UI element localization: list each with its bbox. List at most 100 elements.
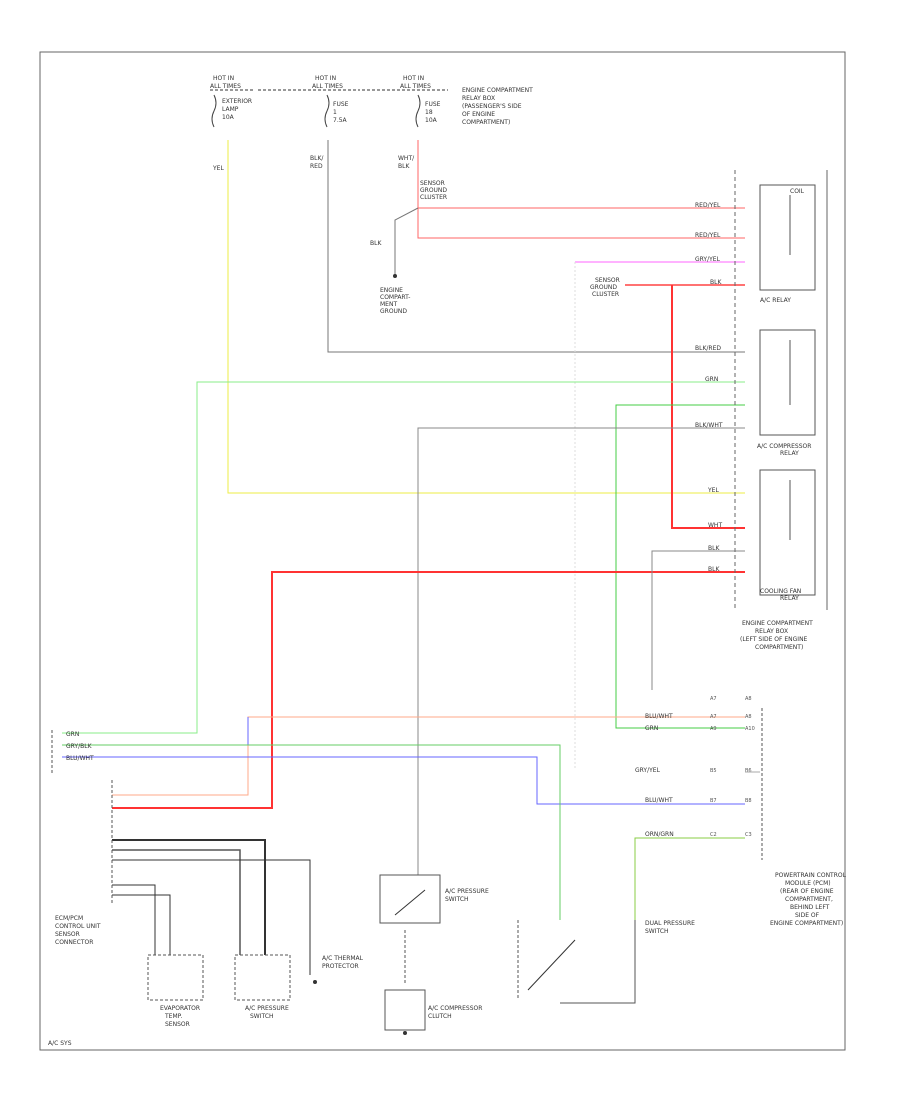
- dual-pressure-switch: DUAL PRESSURE SWITCH: [517, 920, 695, 1004]
- pcm-pin-row-2: GRN A9 A10: [645, 725, 755, 732]
- sensor-evaporator-2: A/C PRESSURE SWITCH: [234, 954, 291, 1020]
- svg-text:BLK: BLK: [708, 545, 720, 552]
- svg-text:GRY/YEL: GRY/YEL: [695, 256, 721, 263]
- svg-text:ENGINE COMPARTMENT: ENGINE COMPARTMENT: [742, 620, 813, 627]
- svg-text:A/C COMPRESSOR: A/C COMPRESSOR: [428, 1005, 482, 1012]
- svg-text:BLK: BLK: [370, 240, 382, 247]
- wire-blue-2: [62, 717, 249, 746]
- svg-text:COMPARTMENT): COMPARTMENT): [462, 119, 510, 126]
- svg-text:COMPARTMENT): COMPARTMENT): [755, 644, 803, 651]
- fuse-2-bus: HOT IN: [315, 75, 336, 82]
- svg-text:A8: A8: [745, 714, 752, 720]
- svg-text:ENGINE: ENGINE: [380, 287, 403, 294]
- svg-text:GROUND: GROUND: [380, 308, 407, 315]
- svg-text:SENSOR: SENSOR: [165, 1021, 190, 1028]
- svg-text:DUAL PRESSURE: DUAL PRESSURE: [645, 920, 695, 927]
- svg-text:C3: C3: [745, 832, 752, 838]
- svg-text:YEL: YEL: [707, 487, 719, 494]
- svg-text:RED/YEL: RED/YEL: [695, 232, 721, 239]
- svg-text:1: 1: [333, 109, 337, 116]
- svg-text:7.5A: 7.5A: [333, 117, 348, 124]
- svg-text:10A: 10A: [425, 117, 438, 124]
- svg-text:FUSE: FUSE: [333, 101, 349, 108]
- svg-text:RELAY BOX: RELAY BOX: [462, 95, 495, 102]
- pcm-pin-row-5: ORN/GRN C2 C3: [645, 831, 752, 838]
- svg-text:COOLING FAN: COOLING FAN: [760, 588, 801, 595]
- svg-text:B6: B6: [745, 768, 752, 774]
- wire-grey-cooling: [651, 550, 745, 690]
- fuse-exterior-lamp: HOT IN ALL TIMES EXTERIOR LAMP 10A: [210, 75, 255, 128]
- relay-box-left-label: ENGINE COMPARTMENT RELAY BOX (LEFT SIDE …: [740, 620, 813, 651]
- wire-green-dual: [62, 744, 561, 920]
- wire-green-left: [62, 381, 745, 734]
- svg-text:18: 18: [425, 109, 433, 116]
- svg-text:SENSOR: SENSOR: [595, 277, 620, 284]
- svg-text:CLUSTER: CLUSTER: [592, 291, 619, 298]
- relay-box: COIL A/C RELAY A/C COMPRESSOR RELAY COOL…: [695, 170, 828, 610]
- svg-text:WHT/: WHT/: [398, 155, 415, 162]
- svg-text:COMPART-: COMPART-: [380, 294, 410, 301]
- ecm-sensor-label: ECM/PCM CONTROL UNIT SENSOR CONNECTOR: [55, 915, 101, 946]
- wire-ground-g101: [394, 207, 419, 275]
- fuse-3-state: ALL TIMES: [400, 83, 431, 90]
- svg-text:BLK: BLK: [398, 163, 410, 170]
- svg-text:OF ENGINE: OF ENGINE: [462, 111, 495, 118]
- svg-text:GRY/YEL: GRY/YEL: [635, 767, 661, 774]
- svg-text:A/C PRESSURE: A/C PRESSURE: [245, 1005, 289, 1012]
- svg-text:WHT: WHT: [708, 522, 722, 529]
- pcm-pin-row-1: BLU/WHT A7 A8: [645, 713, 752, 720]
- svg-text:RELAY BOX: RELAY BOX: [755, 628, 788, 635]
- wire-blk-sensor5: [112, 859, 311, 975]
- wire-blk-sensor1: [112, 839, 266, 955]
- svg-text:A7: A7: [710, 696, 717, 702]
- svg-text:(LEFT SIDE OF ENGINE: (LEFT SIDE OF ENGINE: [740, 636, 808, 643]
- wire-grey-clutch: [417, 427, 745, 875]
- svg-text:A9: A9: [710, 726, 717, 732]
- wire-blk-sensor2: [112, 849, 241, 955]
- wire-blk-sensor3: [112, 884, 156, 955]
- svg-text:ORN/GRN: ORN/GRN: [645, 831, 674, 838]
- svg-text:A/C THERMAL: A/C THERMAL: [322, 955, 364, 962]
- fuse-3-bus: HOT IN: [403, 75, 424, 82]
- pcm-label: POWERTRAIN CONTROL MODULE (PCM) (REAR OF…: [770, 872, 847, 927]
- svg-text:A7: A7: [710, 714, 717, 720]
- svg-text:BLK/: BLK/: [310, 155, 324, 162]
- svg-text:GRN: GRN: [66, 731, 79, 738]
- svg-text:BEHIND LEFT: BEHIND LEFT: [790, 904, 830, 911]
- svg-text:SIDE OF: SIDE OF: [795, 912, 820, 919]
- svg-text:YEL: YEL: [212, 165, 224, 172]
- svg-text:EXTERIOR: EXTERIOR: [222, 98, 252, 105]
- wire-blue: [62, 756, 745, 805]
- svg-text:B8: B8: [745, 798, 752, 804]
- ground-g101-label: ENGINE COMPART- MENT GROUND: [380, 287, 410, 315]
- wire-red-thick: [671, 285, 745, 529]
- svg-text:GRN: GRN: [705, 376, 718, 383]
- svg-text:CONNECTOR: CONNECTOR: [55, 939, 93, 946]
- svg-text:SWITCH: SWITCH: [250, 1013, 274, 1020]
- svg-text:RELAY: RELAY: [780, 595, 799, 602]
- svg-text:BLU/WHT: BLU/WHT: [645, 713, 673, 720]
- svg-text:MODULE (PCM): MODULE (PCM): [785, 880, 831, 887]
- wire-blk-fuse2: [327, 140, 745, 353]
- left-connector: GRN GRY/BLK BLU/WHT: [51, 730, 113, 905]
- svg-text:BLU/WHT: BLU/WHT: [66, 755, 94, 762]
- diagram-code: A/C SYS: [48, 1040, 72, 1047]
- relay-ac-compressor: A/C COMPRESSOR RELAY: [757, 329, 816, 457]
- svg-text:B5: B5: [710, 768, 717, 774]
- svg-text:A/C COMPRESSOR: A/C COMPRESSOR: [757, 443, 811, 450]
- svg-text:COIL: COIL: [790, 188, 805, 195]
- svg-text:BLK/WHT: BLK/WHT: [695, 422, 723, 429]
- diagram-frame: [39, 51, 846, 1051]
- fuse-box-label: ENGINE COMPARTMENT RELAY BOX (PASSENGER'…: [462, 87, 533, 126]
- svg-text:LAMP: LAMP: [222, 106, 239, 113]
- svg-text:GRN: GRN: [645, 725, 658, 732]
- svg-text:C2: C2: [710, 832, 717, 838]
- fuse-1-bus: HOT IN: [213, 75, 234, 82]
- svg-text:BLK: BLK: [708, 566, 720, 573]
- svg-text:FUSE: FUSE: [425, 101, 441, 108]
- svg-text:A/C PRESSURE: A/C PRESSURE: [445, 888, 489, 895]
- svg-text:BLU/WHT: BLU/WHT: [645, 797, 673, 804]
- svg-text:POWERTRAIN CONTROL: POWERTRAIN CONTROL: [775, 872, 847, 879]
- switch-pressure: A/C PRESSURE SWITCH: [379, 874, 489, 924]
